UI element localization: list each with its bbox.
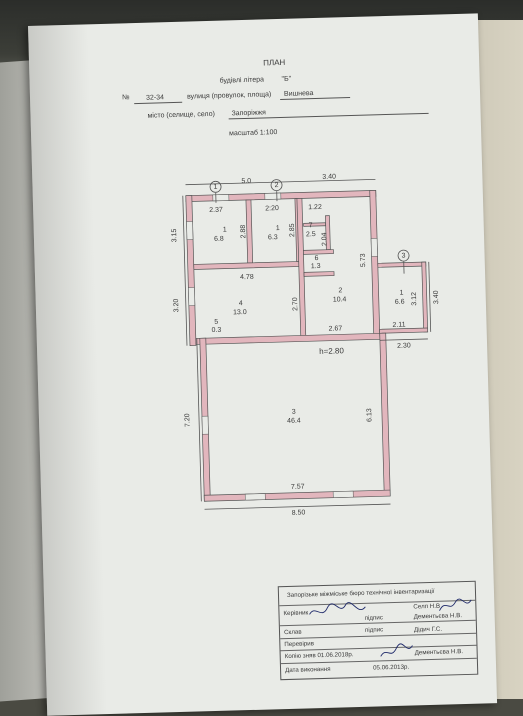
document-page: ПЛАН будівлі літера "Б" № 32-34 вулиця (… (28, 13, 497, 715)
dim-r7-w: 1.22 (308, 204, 322, 211)
room-num: 4 (239, 300, 243, 307)
room-area: 1.3 (311, 263, 321, 270)
dim-veranda-out-h: 3.40 (433, 290, 440, 304)
room-num: 1 (272, 225, 284, 232)
room-area: 6.6 (395, 299, 405, 306)
dim-left-mid: 3.20 (173, 299, 180, 313)
dim-veranda-out-w: 2.30 (397, 342, 411, 349)
axis-3: 3 (401, 253, 405, 260)
dim-bottom-total: 8.50 (292, 509, 306, 516)
room-area: 0.3 (211, 327, 221, 334)
ceiling-height: h=2.80 (319, 347, 344, 356)
room-num: 5 (214, 319, 218, 326)
dim-r4-w: 4.78 (240, 274, 254, 281)
room-num: 1 (400, 290, 404, 297)
dim-r2-bottom: 2.67 (328, 325, 342, 332)
room-area: 2.5 (306, 231, 316, 238)
dim-r2-h: 2.85 (289, 223, 296, 237)
room-area: 46.4 (287, 418, 301, 425)
dim-r2-w: 2:20 (265, 205, 279, 212)
dim-left-bottom: 7.20 (184, 413, 191, 427)
axis-1: 1 (213, 184, 217, 191)
dim-left-top: 3.15 (171, 229, 178, 243)
room-area: 6.8 (214, 236, 224, 243)
dim-r4-h: 2.70 (292, 297, 299, 311)
room-num: 3 (292, 409, 296, 416)
dim-r7-h: 2.04 (321, 232, 328, 246)
axis-2: 2 (274, 182, 278, 189)
signatures (279, 582, 477, 679)
dim-r1-h: 2.88 (240, 225, 247, 239)
dim-veranda-h: 3.12 (411, 292, 418, 306)
room-area: 6.3 (268, 234, 278, 241)
dim-r3-h: 6.13 (366, 408, 373, 422)
dim-r1-w: 2.37 (209, 207, 223, 214)
dim-r2-height: 5.73 (360, 253, 367, 267)
room-area: 13.0 (233, 309, 247, 316)
title-block: Запорізьке міжміське бюро технічної інве… (278, 581, 479, 680)
room-num: 6 (315, 255, 319, 262)
dim-r3-w: 7.57 (291, 483, 305, 490)
dim-veranda-w: 2.11 (392, 322, 405, 329)
room-num: 1 (218, 226, 232, 233)
room-area: 10.4 (333, 296, 347, 303)
dim-top-mid: 5.0 (241, 178, 251, 185)
room-num: 7 (309, 222, 313, 229)
room-num: 2 (338, 287, 342, 294)
dim-top-total: 3.40 (322, 173, 336, 180)
